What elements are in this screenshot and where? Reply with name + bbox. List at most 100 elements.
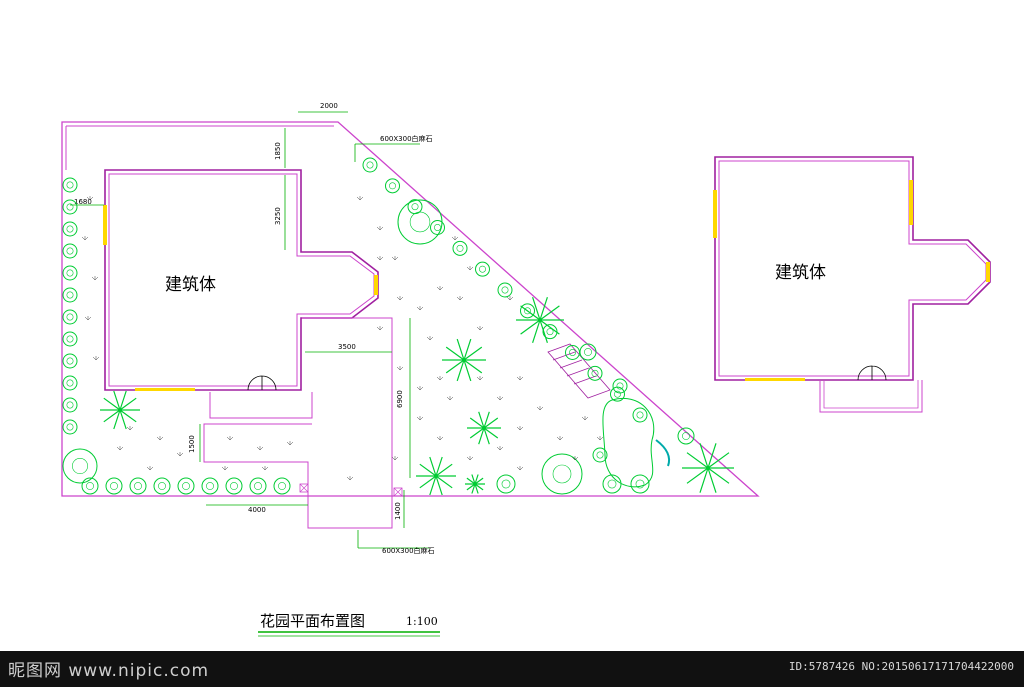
- shrub-symbol-center: [182, 482, 190, 490]
- dim-left-offset: 1680: [74, 198, 92, 206]
- shrub-symbol: [62, 287, 78, 303]
- dim-front-length: 4000: [248, 506, 266, 514]
- grass-symbol: [376, 326, 384, 331]
- watermark-id: ID:5787426 NO:20150617171704422000: [788, 660, 1014, 673]
- shrub-symbol-center: [72, 458, 88, 474]
- shrub-symbol-center: [636, 411, 644, 419]
- grass-symbol: [436, 376, 444, 381]
- shrub-symbol: [225, 477, 243, 495]
- shrub-symbol-center: [596, 451, 604, 459]
- grass-symbol: [226, 436, 234, 441]
- palm-symbol: [516, 297, 564, 343]
- shrub-symbol: [129, 477, 147, 495]
- shrub-symbol-center: [501, 479, 511, 489]
- shrub-symbol-center: [66, 335, 74, 343]
- watermark-site: 昵图网 www.nipic.com: [8, 661, 210, 681]
- shrub-symbol: [153, 477, 171, 495]
- shrub-symbol: [62, 177, 78, 193]
- grass-symbol: [416, 306, 424, 311]
- dim-top-width: 2000: [320, 102, 338, 110]
- grass-symbol: [476, 326, 484, 331]
- palm-symbol: [467, 411, 501, 445]
- grass-symbol: [456, 296, 464, 301]
- grass-symbol: [396, 296, 404, 301]
- shrub-symbol-center: [66, 291, 74, 299]
- shrub-symbol-center: [614, 390, 621, 398]
- shrub-symbol: [62, 448, 98, 484]
- shrub-symbol-center: [366, 161, 374, 169]
- grass-symbol: [81, 236, 89, 241]
- shrub-symbol: [385, 178, 400, 194]
- column-marker-1: [299, 483, 309, 493]
- grass-symbol: [376, 256, 384, 261]
- shrub-symbol-center: [134, 482, 142, 490]
- grass-symbol: [496, 446, 504, 451]
- shrub-symbol: [610, 386, 625, 402]
- shrub-symbol-center: [66, 401, 74, 409]
- shrub-symbol: [520, 303, 535, 319]
- shrub-symbol: [362, 157, 378, 173]
- grass-symbol: [391, 456, 399, 461]
- right-window-bay: [986, 262, 990, 282]
- grass-symbol: [146, 466, 154, 471]
- window-bay: [374, 275, 378, 295]
- shrub-symbol-center: [546, 328, 554, 336]
- grass-symbol: [506, 296, 514, 301]
- grass-symbol: [571, 456, 579, 461]
- right-building-label: 建筑体: [775, 263, 826, 283]
- grass-symbol: [176, 452, 184, 457]
- shrub-symbol: [249, 477, 267, 495]
- shrub-symbol-center: [66, 181, 74, 189]
- site-boundary: [61, 121, 760, 497]
- grass-symbol: [466, 456, 474, 461]
- shrub-symbol-center: [66, 423, 74, 431]
- grass-symbol: [356, 196, 364, 201]
- grass-symbol: [516, 426, 524, 431]
- shrub-symbol-center: [66, 247, 74, 255]
- shrub-symbol: [62, 265, 78, 281]
- dim-step-depth: 1500: [188, 435, 196, 453]
- shrub-symbol-center: [552, 464, 572, 484]
- grass-symbol: [536, 406, 544, 411]
- grass-symbol: [376, 226, 384, 231]
- grass-symbol: [391, 256, 399, 261]
- palm-symbol: [442, 338, 486, 382]
- dim-bay-depth: 3250: [274, 207, 282, 225]
- shrub-symbol-center: [254, 482, 262, 490]
- shrub-symbol-center: [569, 349, 576, 356]
- shrub-symbol: [565, 345, 580, 360]
- right-window-bottom: [745, 378, 805, 381]
- door-right-building: [857, 365, 887, 381]
- shrub-symbol: [407, 199, 423, 215]
- right-building-wall: [714, 156, 991, 381]
- dim-walkway-length: 6900: [396, 390, 404, 408]
- garden-pond: [602, 398, 655, 488]
- shrub-symbol: [62, 243, 78, 259]
- shrub-symbol: [62, 375, 78, 391]
- window-bottom: [135, 388, 195, 391]
- shrub-symbol-center: [456, 244, 464, 252]
- shrub-symbol: [452, 240, 468, 256]
- shrub-symbol: [62, 331, 78, 347]
- grass-symbol: [516, 466, 524, 471]
- grass-symbol: [256, 446, 264, 451]
- palm-symbol: [465, 474, 485, 494]
- shrub-symbol: [430, 220, 445, 235]
- shrub-symbol-center: [66, 379, 74, 387]
- shrub-symbol: [397, 199, 443, 245]
- grass-symbol: [436, 436, 444, 441]
- dim-top-depth: 1850: [274, 142, 282, 160]
- shrub-symbol-center: [501, 286, 509, 294]
- entry-steps: [209, 392, 313, 419]
- grass-symbol: [416, 386, 424, 391]
- garden-plan-drawing: 2000 1850 3250 1680 3500 6900 1500 4000 …: [61, 102, 991, 637]
- door-left-building: [247, 375, 277, 391]
- grass-symbol: [91, 276, 99, 281]
- left-building-wall-inner: [108, 173, 375, 387]
- shrub-symbol: [62, 397, 78, 413]
- shrub-symbol: [62, 309, 78, 325]
- shrub-symbol-center: [206, 482, 214, 490]
- grass-symbol: [221, 466, 229, 471]
- shrub-symbol-center: [389, 182, 396, 190]
- plant-symbols: [62, 157, 734, 496]
